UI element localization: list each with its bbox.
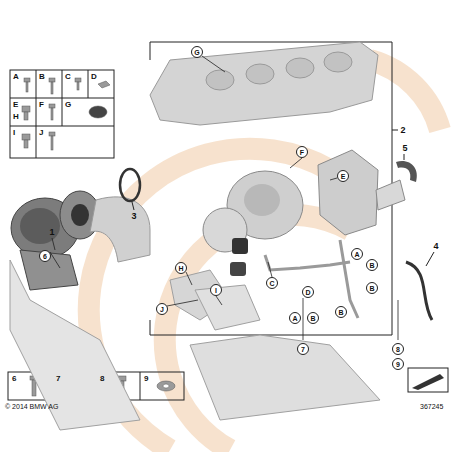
symbol-icon <box>408 368 448 392</box>
callout-circle: A <box>351 248 363 260</box>
clamp <box>396 161 417 182</box>
oil-pipe <box>265 240 358 318</box>
part-letter: E <box>13 101 18 109</box>
callout-circle: A <box>289 312 301 324</box>
leader-line <box>132 202 134 210</box>
turbocharger <box>203 171 303 276</box>
bracket <box>10 260 380 430</box>
callout-circle: B <box>335 306 347 318</box>
part-letter: F <box>39 101 44 109</box>
callout-circle: B <box>307 312 319 324</box>
assembly-frame <box>150 42 398 335</box>
callout-circle: 9 <box>392 358 404 370</box>
callout-number: 3 <box>131 212 136 221</box>
callout-circle: B <box>366 259 378 271</box>
hose <box>406 262 432 320</box>
part-letter: D <box>91 73 97 81</box>
callout-number: 1 <box>49 228 54 237</box>
leader-line <box>50 56 398 340</box>
intake-pipe <box>90 197 150 262</box>
part-letter: 8 <box>100 375 104 383</box>
callout-circle: H <box>175 262 187 274</box>
callout-circle: C <box>266 277 278 289</box>
callout-circle: J <box>156 303 168 315</box>
part-letter: B <box>39 73 45 81</box>
callout-number: 5 <box>402 144 407 153</box>
part-letter: H <box>13 113 19 121</box>
part-letter: J <box>39 129 43 137</box>
note-text: 367245 <box>420 403 443 410</box>
part-letter: A <box>13 73 19 81</box>
parts-grid <box>10 70 114 158</box>
part-letter: G <box>65 101 71 109</box>
callout-circle: 8 <box>392 343 404 355</box>
callout-circle: 6 <box>39 250 51 262</box>
callout-circle: E <box>337 170 349 182</box>
callout-circle: D <box>302 286 314 298</box>
catalytic-converter <box>318 150 378 235</box>
callout-circle: F <box>296 146 308 158</box>
callout-circle: 7 <box>297 343 309 355</box>
part-letter: C <box>65 73 71 81</box>
callout-number: 2 <box>400 126 405 135</box>
leader-line <box>404 154 405 160</box>
turbocharger <box>11 191 100 290</box>
callout-number: 4 <box>433 242 438 251</box>
callout-circle: B <box>366 282 378 294</box>
part-letter: 7 <box>56 375 60 383</box>
exhaust-pipe <box>376 180 405 210</box>
part-letter: I <box>13 129 15 137</box>
note-text: © 2014 BMW AG <box>5 403 58 410</box>
callout-circle: I <box>210 284 222 296</box>
part-letter: 9 <box>144 375 148 383</box>
intake-manifold <box>150 42 378 125</box>
callout-circle: G <box>191 46 203 58</box>
fastener-icons <box>22 78 110 150</box>
leader-line <box>426 252 434 266</box>
sealing-ring <box>120 169 140 201</box>
part-letter: 6 <box>12 375 16 383</box>
